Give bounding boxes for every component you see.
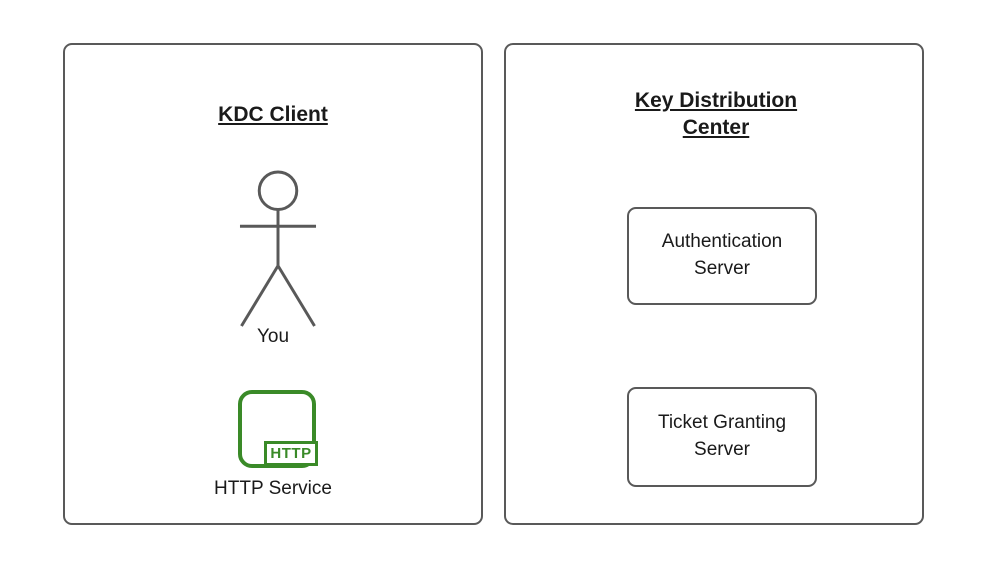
http-badge-label: HTTP <box>264 441 318 466</box>
key-distribution-center-title: Key Distribution Center <box>634 89 798 139</box>
actor-label: You <box>256 326 290 347</box>
kdc-client-title: KDC Client <box>218 103 328 126</box>
authentication-server-node: Authentication Server <box>627 207 817 305</box>
http-service-icon: HTTP <box>238 390 318 468</box>
kdc-client-panel: KDC Client You HTTP HTTP Service <box>63 43 483 525</box>
ticket-granting-server-node: Ticket Granting Server <box>627 387 817 487</box>
key-distribution-center-panel: Key Distribution Center Authentication S… <box>504 43 924 525</box>
person-icon <box>239 170 317 327</box>
http-service-label: HTTP Service <box>214 478 332 499</box>
